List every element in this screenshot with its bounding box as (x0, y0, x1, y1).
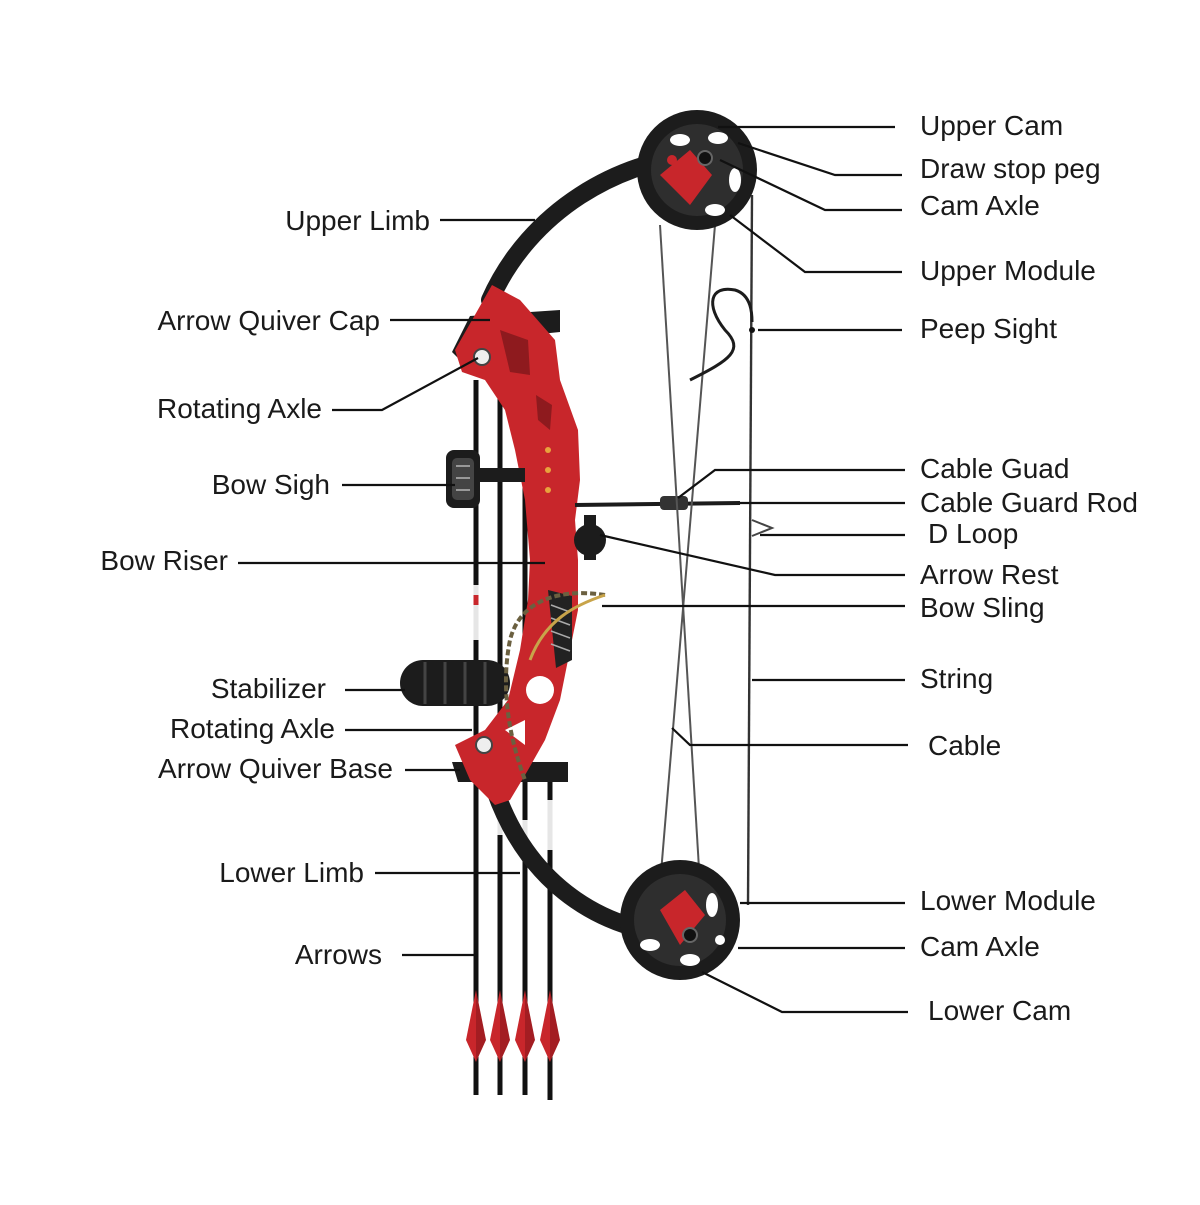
label-bow-riser: Bow Riser (100, 545, 228, 576)
label-rotating-axle-lower: Rotating Axle (170, 713, 335, 744)
riser-cutout (536, 395, 552, 430)
arrow-rest-shape (574, 515, 606, 560)
leader-lines-left (238, 218, 545, 957)
label-upper-limb: Upper Limb (285, 205, 430, 236)
upper-module-shape (660, 150, 712, 205)
riser-cutout (500, 330, 530, 375)
leader-lower-cam (701, 971, 908, 1014)
rotating-axle-upper-shape (473, 348, 491, 366)
riser-cutout (505, 720, 525, 745)
rotating-axle-lower-shape (475, 736, 493, 754)
riser-screw (545, 467, 551, 473)
label-arrow-rest: Arrow Rest (920, 559, 1059, 590)
bow-sling-shape (504, 591, 606, 781)
leader-cable (671, 727, 908, 747)
cable-guard-slide-shape (660, 496, 688, 510)
label-arrows: Arrows (295, 939, 382, 970)
label-d-loop: D Loop (928, 518, 1018, 549)
label-upper-cam: Upper Cam (920, 110, 1063, 141)
label-lower-cam: Lower Cam (928, 995, 1071, 1026)
riser-cutout (526, 676, 554, 704)
peep-sight-shape (749, 327, 755, 333)
label-cam-axle-lower: Cam Axle (920, 931, 1040, 962)
label-arrow-quiver-base: Arrow Quiver Base (158, 753, 393, 784)
upper-cam-shape (637, 110, 757, 230)
leader-lines-right (599, 125, 908, 1014)
label-bow-sigh: Bow Sigh (212, 469, 330, 500)
arrow-4 (540, 780, 560, 1100)
grip-texture (550, 604, 571, 652)
label-draw-stop-peg: Draw stop peg (920, 153, 1101, 184)
label-cam-axle-upper: Cam Axle (920, 190, 1040, 221)
leader-rotating-axle-upper (332, 357, 479, 412)
bow-sight-shape (446, 450, 525, 508)
stabilizer-shape (400, 660, 510, 706)
label-cable: Cable (928, 730, 1001, 761)
label-stabilizer: Stabilizer (211, 673, 326, 704)
lower-module-shape (660, 890, 705, 945)
leader-upper-module (729, 214, 902, 274)
label-cable-guard-rod: Cable Guard Rod (920, 487, 1138, 518)
bow-sling-strand (528, 593, 606, 661)
cam-axle-lower-shape (682, 927, 698, 943)
riser-screw (545, 447, 551, 453)
leader-draw-stop-peg (737, 141, 902, 177)
label-cable-guad: Cable Guad (920, 453, 1069, 484)
label-lower-limb: Lower Limb (219, 857, 364, 888)
cable-guard-rod-shape (574, 501, 741, 507)
bow-grip-shape (548, 590, 572, 668)
label-arrow-quiver-cap: Arrow Quiver Cap (157, 305, 380, 336)
label-lower-module: Lower Module (920, 885, 1096, 916)
peep-sight-loop-shape (689, 287, 754, 382)
d-loop-shape (751, 519, 775, 537)
leader-arrow-rest (599, 533, 905, 577)
riser-screw (545, 487, 551, 493)
leader-cable-guad (677, 468, 905, 499)
label-rotating-axle-upper: Rotating Axle (157, 393, 322, 424)
label-bow-sling: Bow Sling (920, 592, 1045, 623)
cam-axle-upper-shape (697, 150, 713, 166)
label-upper-module: Upper Module (920, 255, 1096, 286)
cable-line-1 (659, 224, 701, 886)
label-peep-sight: Peep Sight (920, 313, 1057, 344)
leader-cam-axle-upper (719, 159, 902, 212)
label-string: String (920, 663, 993, 694)
lower-cam-shape (620, 860, 740, 980)
